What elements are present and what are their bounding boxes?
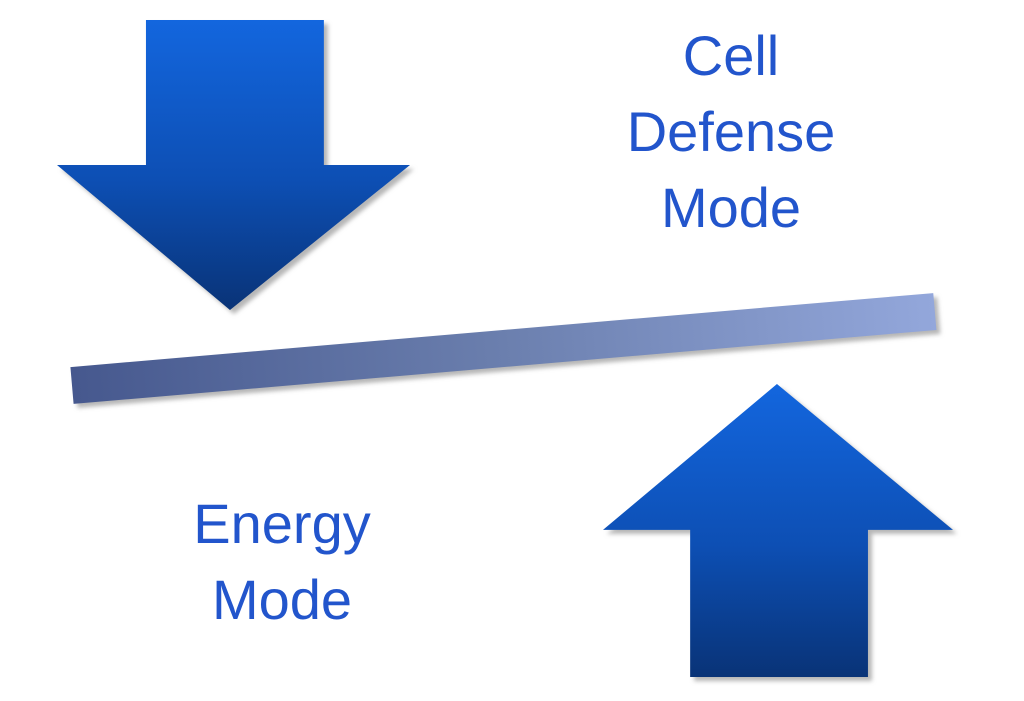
label-line: Cell [682, 24, 780, 87]
label-line: Mode [660, 176, 802, 239]
up-arrow-icon [603, 384, 953, 677]
label-line: Mode [211, 568, 353, 631]
energy-mode-label: Energy Mode [117, 486, 447, 638]
down-arrow-shape [57, 20, 410, 310]
up-arrow-shape [603, 384, 953, 677]
cell-defense-mode-label: Cell Defense Mode [566, 18, 896, 246]
label-line: Energy [193, 492, 371, 555]
label-line: Defense [626, 100, 836, 163]
down-arrow-icon [57, 20, 410, 310]
